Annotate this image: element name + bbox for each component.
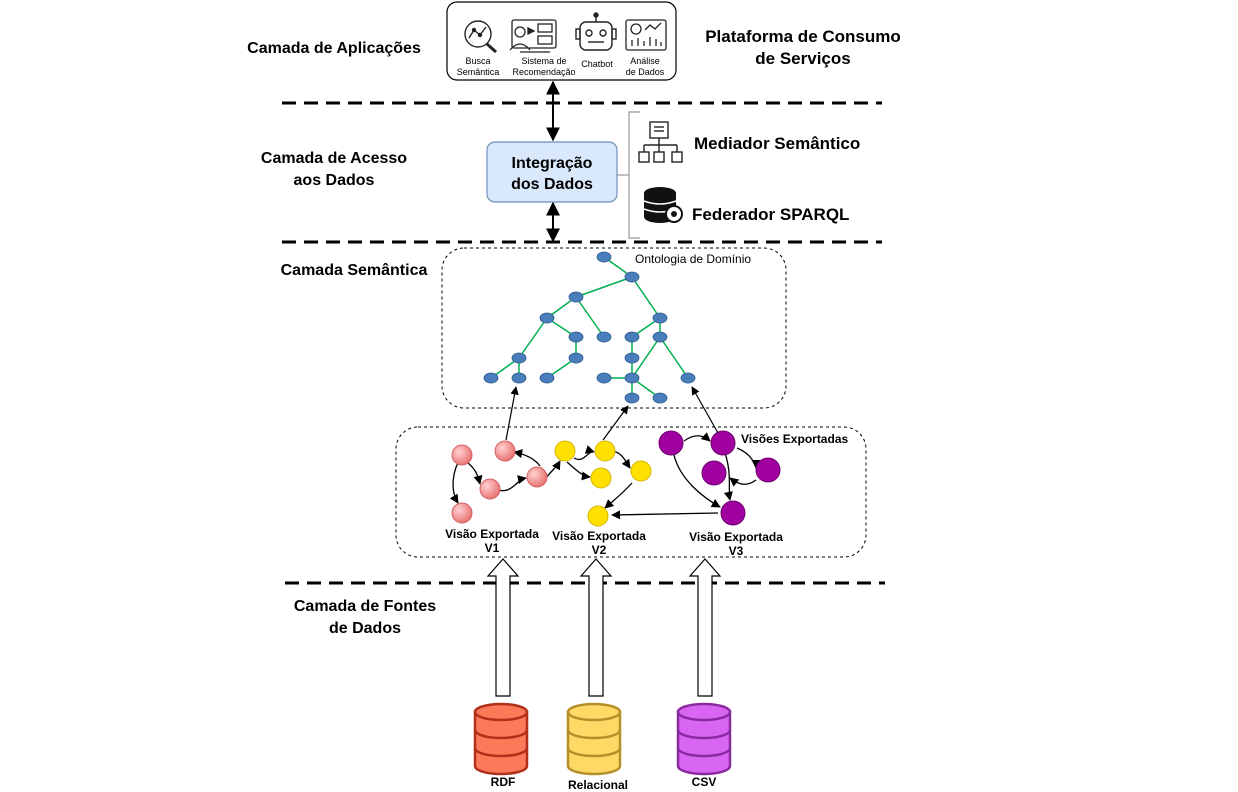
upward-arrow-rdf	[486, 558, 520, 697]
integration-label-line2: dos Dados	[511, 176, 593, 193]
v3-node	[658, 430, 684, 456]
ontology-node	[624, 392, 640, 404]
view-v3-label-line2: V3	[729, 544, 744, 558]
view-to-ontology-arrows	[505, 386, 719, 441]
app-label-search-line1: Busca	[465, 56, 490, 66]
layer-label-access-line2: aos Dados	[294, 172, 375, 189]
layer-label-semantic: Camada Semântica	[281, 262, 428, 279]
ontology-node	[624, 331, 640, 343]
views-box	[395, 426, 867, 558]
v3-node	[720, 500, 746, 526]
rdf-database-icon	[473, 702, 529, 776]
components-bracket	[628, 111, 640, 239]
ontology-node	[624, 271, 640, 283]
upward-arrow-relational	[579, 558, 613, 697]
ontology-node	[483, 372, 499, 384]
view-v1-nodes	[451, 440, 548, 524]
ontology-node	[624, 372, 640, 384]
relational-database-icon	[566, 702, 622, 776]
app-label-analysis-line1: Análise	[630, 56, 660, 66]
source-arrows	[486, 558, 722, 697]
view-v2-label-line2: V2	[592, 543, 607, 557]
views-group-label: Visões Exportadas	[741, 432, 848, 446]
ontology-node	[596, 372, 612, 384]
csv-database-icon	[676, 702, 732, 776]
app-label-analysis-line2: de Dados	[626, 67, 665, 77]
v3-node	[755, 457, 781, 483]
ontology-label: Ontologia de Domínio	[635, 252, 751, 266]
app-label-recommendation-line2: Recomendação	[512, 67, 575, 77]
federator-label: Federador SPARQL	[692, 205, 849, 224]
ontology-node	[511, 372, 527, 384]
upward-arrow-csv	[688, 558, 722, 697]
v2-node	[587, 505, 609, 527]
source-label-relational: Relacional	[568, 778, 628, 792]
v2-node	[594, 440, 616, 462]
v1-node	[526, 466, 548, 488]
source-label-rdf: RDF	[491, 775, 516, 789]
data-sources	[473, 702, 732, 776]
layer-separators	[282, 101, 885, 585]
ontology-node	[652, 392, 668, 404]
applications-box	[446, 1, 677, 81]
v1-node	[451, 444, 473, 466]
app-label-chatbot: Chatbot	[581, 59, 613, 69]
layer-label-sources-line1: Camada de Fontes	[294, 598, 436, 615]
ontology-node	[539, 312, 555, 324]
ontology-node	[511, 352, 527, 364]
ontology-node	[624, 352, 640, 364]
semantic-search-icon	[464, 20, 497, 54]
ontology-box	[441, 247, 787, 409]
v1-node	[494, 440, 516, 462]
hierarchy-icon	[638, 121, 683, 163]
ontology-edge	[631, 276, 661, 319]
chatbot-icon	[575, 12, 617, 51]
ontology-node	[568, 291, 584, 303]
v2-node	[554, 440, 576, 462]
view-v2-label-line1: Visão Exportada	[552, 529, 646, 543]
v3-node	[710, 430, 736, 456]
view-v3-nodes	[658, 430, 781, 526]
data-analysis-icon	[625, 19, 667, 51]
ontology-node	[568, 352, 584, 364]
v1-node	[479, 478, 501, 500]
ontology-tree	[483, 251, 696, 404]
ontology-edge	[659, 336, 689, 379]
v2-node	[630, 460, 652, 482]
database-gear-icon	[643, 187, 683, 223]
platform-title-line1: Plataforma de Consumo	[705, 27, 901, 46]
ontology-node	[596, 331, 612, 343]
ontology-node	[652, 312, 668, 324]
ontology-node	[539, 372, 555, 384]
ontology-edge	[631, 336, 661, 379]
view-v1-label-line2: V1	[485, 541, 500, 555]
v3-node	[701, 460, 727, 486]
app-label-recommendation-line1: Sistema de	[521, 56, 566, 66]
view-v3-label-line1: Visão Exportada	[689, 530, 783, 544]
integration-box	[486, 141, 618, 203]
layer-label-applications: Camada de Aplicações	[247, 40, 421, 57]
layer-label-access-line1: Camada de Acesso	[261, 150, 407, 167]
ontology-node	[652, 331, 668, 343]
ontology-node	[596, 251, 612, 263]
v2-node	[590, 467, 612, 489]
layer-label-sources-line2: de Dados	[329, 620, 401, 637]
v1-node	[451, 502, 473, 524]
ontology-edge	[575, 276, 633, 298]
mediator-label: Mediador Semântico	[694, 134, 860, 153]
ontology-edge	[575, 296, 605, 338]
ontology-edge	[518, 317, 548, 359]
view-v1-label-line1: Visão Exportada	[445, 527, 539, 541]
integration-label-line1: Integração	[512, 155, 593, 172]
view-v2-nodes	[554, 440, 652, 527]
recommendation-icon	[509, 19, 557, 53]
ontology-node	[568, 331, 584, 343]
platform-title-line2: de Serviços	[755, 49, 850, 68]
ontology-node	[680, 372, 696, 384]
source-label-csv: CSV	[692, 775, 717, 789]
app-label-search-line2: Semântica	[457, 67, 500, 77]
